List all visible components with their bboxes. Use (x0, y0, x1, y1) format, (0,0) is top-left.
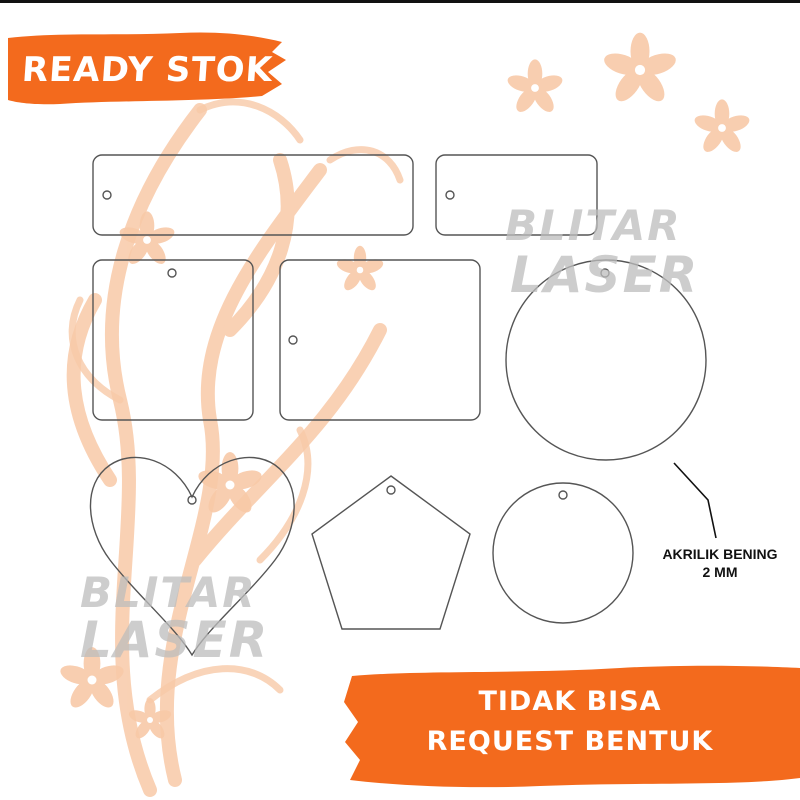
flower-petal (344, 269, 362, 291)
flower-petal (229, 470, 262, 490)
material-line1: AKRILIK BENING (662, 546, 778, 562)
flower-petal (128, 239, 149, 264)
flower-petal (639, 53, 676, 75)
flower-icon (128, 698, 172, 739)
flower-petal (148, 719, 165, 739)
flower-petal (721, 115, 750, 132)
flower-petal (533, 87, 554, 112)
flower-petal (694, 115, 723, 132)
flower-petal (358, 269, 376, 291)
circle-large-shape (505, 259, 707, 461)
flower-petal (91, 665, 124, 685)
flower-petal (70, 679, 95, 708)
flower-icon (336, 245, 384, 291)
circle-small-shape (492, 482, 634, 624)
flower-petal (336, 259, 361, 274)
flower-center (147, 717, 153, 723)
pointer-line (673, 462, 717, 539)
flower-icon (198, 452, 262, 513)
flower-center (718, 124, 726, 132)
flower-petal (149, 710, 172, 723)
flower-petal (60, 665, 93, 685)
watermark-line2: LASER (510, 246, 700, 304)
flower-petal (507, 75, 536, 92)
flower-petal (720, 127, 741, 152)
flower-center (143, 236, 151, 244)
rectangle-shape (279, 259, 481, 421)
watermark-line1: BLITAR (505, 201, 682, 250)
material-label: AKRILIK BENING 2 MM (640, 545, 800, 581)
flower-center (634, 64, 646, 76)
flower-icon (60, 647, 124, 708)
rectangle-tag-long-shape (92, 154, 414, 236)
flower-petal (208, 484, 233, 513)
notice-line2: REQUEST BENTUK (426, 726, 714, 757)
flower-center (225, 480, 235, 490)
flower-center (356, 266, 364, 274)
flower-petal (89, 679, 114, 708)
notice-banner (344, 665, 800, 788)
rectangle-tag-short-shape (435, 154, 598, 236)
flower-petal (359, 259, 384, 274)
top-border (0, 0, 800, 3)
flower-icon (507, 59, 563, 112)
watermark-line2: LASER (80, 611, 270, 669)
flower-icon (604, 32, 676, 102)
square-shape (92, 259, 254, 421)
watermark-line1: BLITAR (80, 568, 257, 617)
flower-center (87, 675, 97, 685)
flower-petal (615, 68, 643, 102)
flower-petal (145, 239, 166, 264)
ready-banner (8, 32, 286, 105)
flower-center (531, 84, 539, 92)
flower-petal (534, 75, 563, 92)
flower-petal (604, 53, 641, 75)
flower-petal (128, 710, 151, 723)
notice-line1: TIDAK BISA (478, 686, 662, 717)
flower-petal (703, 127, 724, 152)
material-line2: 2 MM (702, 564, 738, 580)
flower-petal (227, 484, 252, 513)
flower-petal (637, 68, 665, 102)
flower-petal (516, 87, 537, 112)
flower-petal (135, 719, 152, 739)
pentagon-shape (311, 475, 471, 630)
ready-stock-title: READY STOK (20, 50, 275, 90)
heart-shape (89, 456, 295, 657)
flower-icon (694, 99, 750, 152)
